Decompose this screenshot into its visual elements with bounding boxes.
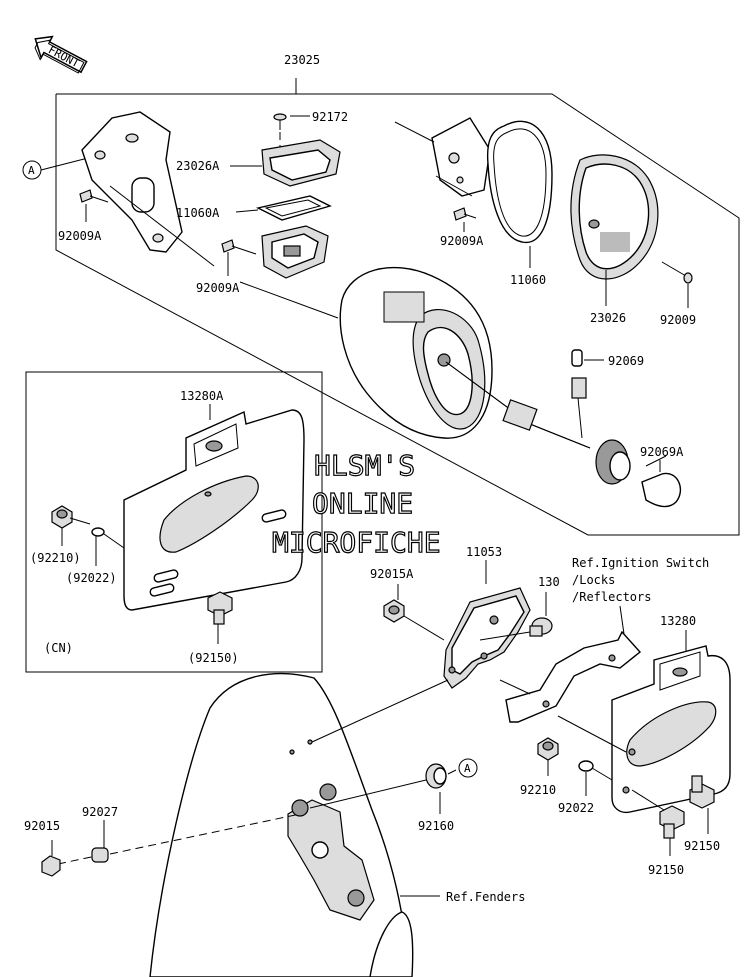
grommet-92160 bbox=[309, 763, 457, 814]
label-92009: 92009 bbox=[660, 313, 696, 327]
cn-variant-box bbox=[25, 371, 323, 673]
label-92027: 92027 bbox=[82, 805, 118, 819]
license-plate bbox=[611, 645, 731, 814]
tail-light-housing bbox=[239, 266, 493, 439]
screw-92009a-mid bbox=[221, 239, 257, 276]
bolt-cn bbox=[207, 591, 233, 644]
mount-bracket bbox=[81, 111, 215, 267]
svg-text:A: A bbox=[464, 762, 471, 775]
label-92022: 92022 bbox=[558, 801, 594, 815]
label-92210: 92210 bbox=[520, 783, 556, 797]
label-23025: 23025 bbox=[284, 53, 320, 67]
label-92172: 92172 bbox=[312, 110, 348, 124]
svg-text:A: A bbox=[28, 164, 35, 177]
grommet-92015a bbox=[383, 599, 445, 641]
label-23026: 23026 bbox=[590, 311, 626, 325]
bolt-130 bbox=[479, 617, 553, 641]
nut-92015 bbox=[41, 840, 61, 877]
label-ref-fenders: Ref.Fenders bbox=[446, 890, 525, 904]
label-92009a-right: 92009A bbox=[440, 234, 484, 248]
screw-92172 bbox=[273, 113, 310, 150]
socket-wiring bbox=[445, 361, 631, 485]
label-11060a: 11060A bbox=[176, 206, 220, 220]
label-92015a: 92015A bbox=[370, 567, 414, 581]
label-92009a-left: 92009A bbox=[58, 229, 102, 243]
label-13280: 13280 bbox=[660, 614, 696, 628]
ref-ignition-line-1: Ref.Ignition Switch bbox=[572, 556, 709, 570]
label-130: 130 bbox=[538, 575, 560, 589]
label-92069: 92069 bbox=[608, 354, 644, 368]
label-92210-cn: (92210) bbox=[30, 551, 81, 565]
gasket-11060 bbox=[486, 120, 553, 268]
lens-23026 bbox=[570, 154, 659, 306]
lens-mount bbox=[394, 117, 491, 197]
label-92150-b: 92150 bbox=[648, 863, 684, 877]
callout-a-top: A bbox=[22, 157, 89, 180]
watermark-line-3: MICROFICHE bbox=[272, 526, 441, 559]
callout-a-bottom: A bbox=[458, 758, 478, 778]
small-cover-23026a bbox=[230, 139, 341, 187]
label-92015: 92015 bbox=[24, 819, 60, 833]
label-13280a: 13280A bbox=[180, 389, 224, 403]
washer-92022 bbox=[578, 760, 613, 796]
label-11053: 11053 bbox=[466, 545, 502, 559]
clip-92069 bbox=[571, 349, 604, 367]
watermark-line-2: ONLINE bbox=[312, 487, 413, 520]
collar-92027 bbox=[91, 820, 109, 863]
license-plate-cn bbox=[123, 409, 305, 611]
nut-92210 bbox=[537, 737, 559, 776]
label-92150-a: 92150 bbox=[684, 839, 720, 853]
license-light-housing bbox=[261, 225, 329, 279]
label-92160: 92160 bbox=[418, 819, 454, 833]
front-arrow-icon: FRONT bbox=[34, 35, 88, 74]
label-cn: (CN) bbox=[44, 641, 73, 655]
ref-ignition-line-3: /Reflectors bbox=[572, 590, 651, 604]
nut-cn bbox=[51, 505, 91, 546]
label-92009a-mid: 92009A bbox=[196, 281, 240, 295]
bolt-92150-a bbox=[689, 775, 715, 834]
label-23026a: 23026A bbox=[176, 159, 220, 173]
label-92150-cn: (92150) bbox=[188, 651, 239, 665]
assembly-frame bbox=[55, 93, 740, 536]
bulb-92069a bbox=[641, 455, 681, 508]
bolt-92150-b bbox=[659, 805, 685, 856]
gasket-11060a bbox=[235, 195, 332, 221]
rear-fender bbox=[149, 672, 449, 977]
screw-92009a-right bbox=[453, 207, 477, 232]
ref-ignition-line-2: /Locks bbox=[572, 573, 615, 587]
watermark-line-1: HLSM'S bbox=[314, 449, 415, 482]
screw-92009 bbox=[661, 261, 693, 308]
bracket-11053 bbox=[443, 587, 531, 689]
front-arrow-label: FRONT bbox=[46, 43, 82, 70]
label-11060: 11060 bbox=[510, 273, 546, 287]
side-bracket bbox=[499, 630, 642, 723]
label-92069a: 92069A bbox=[640, 445, 684, 459]
label-92022-cn: (92022) bbox=[66, 571, 117, 585]
screw-92009a-left bbox=[79, 189, 109, 222]
washer-cn bbox=[91, 527, 125, 566]
